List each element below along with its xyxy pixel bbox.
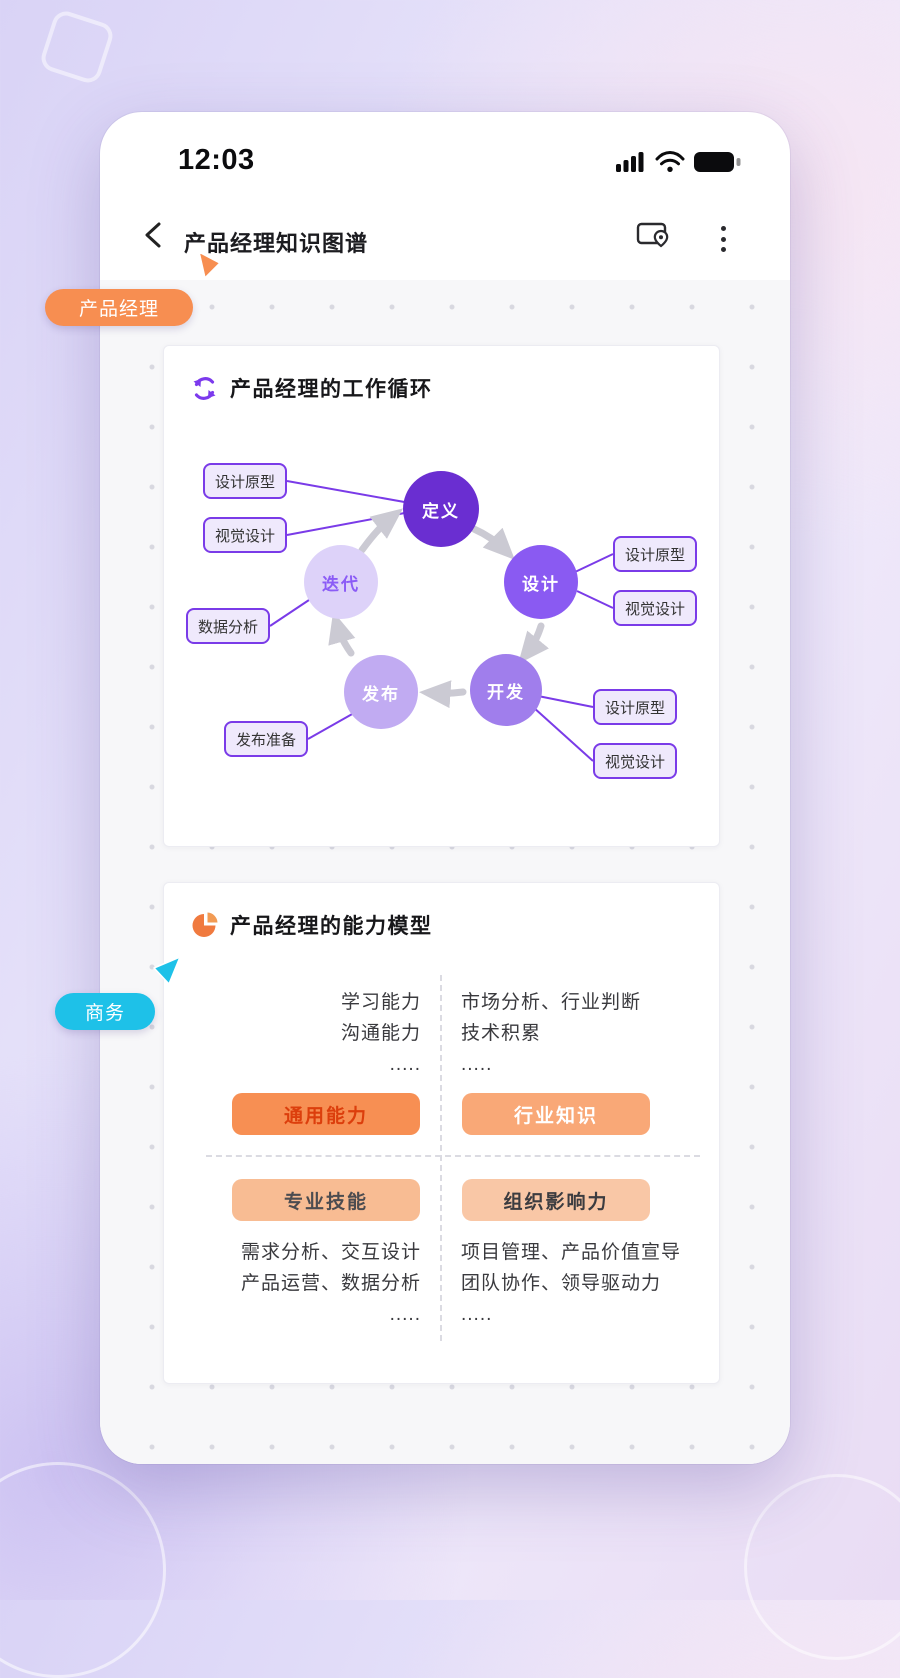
dot [720,247,726,252]
text-line: 沟通能力 [340,1023,421,1044]
quadrant-label-general-ability[interactable]: 通用能力 [232,1093,420,1135]
background-decor-circle [0,1462,166,1678]
page-title: 产品经理知识图谱 [184,231,369,256]
text-line: ..... [461,1304,493,1325]
text-line: 市场分析、行业判断 [461,992,642,1013]
more-button[interactable] [716,224,730,254]
phone-frame: 12:03 产品经理知识图谱 [100,112,790,1464]
text-line: 团队协作、领导驱动力 [461,1273,662,1294]
text-line: 学习能力 [340,992,421,1013]
text-line: ..... [461,1054,493,1075]
work-cycle-card: 产品经理的工作循环 [163,345,720,847]
background-decor-arc [744,1474,900,1660]
locate-button[interactable] [636,220,672,252]
status-icons [616,150,742,174]
tag-visual-design[interactable]: 视觉设计 [203,517,287,553]
cycle-node-design[interactable]: 设计 [504,545,578,619]
text-line: 产品运营、数据分析 [240,1273,421,1294]
status-time: 12:03 [178,144,255,176]
quadrant-horizontal-divider [206,1155,700,1157]
background-decor-shape [37,7,117,87]
signal-icon [616,152,644,172]
card-header: 产品经理的能力模型 [191,910,433,940]
text-line: 技术积累 [461,1023,542,1044]
text-line: 需求分析、交互设计 [240,1242,421,1263]
pie-chart-icon [192,912,218,937]
tag-design-prototype[interactable]: 设计原型 [203,463,287,499]
battery-icon [694,152,741,172]
screen: 12:03 产品经理知识图谱 [0,7,900,1678]
wifi-icon [655,151,685,172]
card-title: 产品经理的工作循环 [230,378,433,401]
tag-visual-design[interactable]: 视觉设计 [613,590,697,626]
card-header: 产品经理的工作循环 [191,373,433,403]
tag-design-prototype[interactable]: 设计原型 [593,689,677,725]
quadrant-vertical-divider [440,975,442,1341]
dot [720,236,726,242]
cycle-node-develop[interactable]: 开发 [470,654,542,726]
back-button[interactable] [140,220,168,250]
quadrant-topleft-text: 学习能力 沟通能力 ..... [341,987,421,1080]
cycle-node-iterate[interactable]: 迭代 [304,545,378,619]
whiteboard-canvas[interactable]: 产品经理的工作循环 [100,280,790,1464]
card-title: 产品经理的能力模型 [230,915,433,938]
collaborator-name-biz: 商务 [55,993,155,1030]
chevron-left-icon [145,222,161,248]
quadrant-bottomright-text: 项目管理、产品价值宣导 团队协作、领导驱动力 ..... [461,1237,681,1330]
tag-design-prototype[interactable]: 设计原型 [613,536,697,572]
cycle-icon [193,376,216,400]
ability-model-card: 产品经理的能力模型 学习能力 沟通能力 ..... 市场分析、行业判断 技术积累… [163,882,720,1384]
text-line: 项目管理、产品价值宣导 [461,1242,682,1263]
tag-data-analysis[interactable]: 数据分析 [186,608,270,644]
quadrant-bottomleft-text: 需求分析、交互设计 产品运营、数据分析 ..... [241,1237,421,1330]
tag-release-prep[interactable]: 发布准备 [224,721,308,757]
quadrant-label-org-influence[interactable]: 组织影响力 [462,1179,650,1221]
text-line: ..... [389,1054,421,1075]
board-locate-icon [636,222,669,248]
tag-visual-design[interactable]: 视觉设计 [593,743,677,779]
quadrant-topright-text: 市场分析、行业判断 技术积累 ..... [461,987,641,1080]
cycle-node-define[interactable]: 定义 [403,471,479,547]
quadrant-label-industry-knowledge[interactable]: 行业知识 [462,1093,650,1135]
collaborator-name-pm: 产品经理 [45,289,193,326]
cycle-node-release[interactable]: 发布 [344,655,418,729]
dot [720,226,726,231]
quadrant-label-professional-skill[interactable]: 专业技能 [232,1179,420,1221]
text-line: ..... [389,1304,421,1325]
